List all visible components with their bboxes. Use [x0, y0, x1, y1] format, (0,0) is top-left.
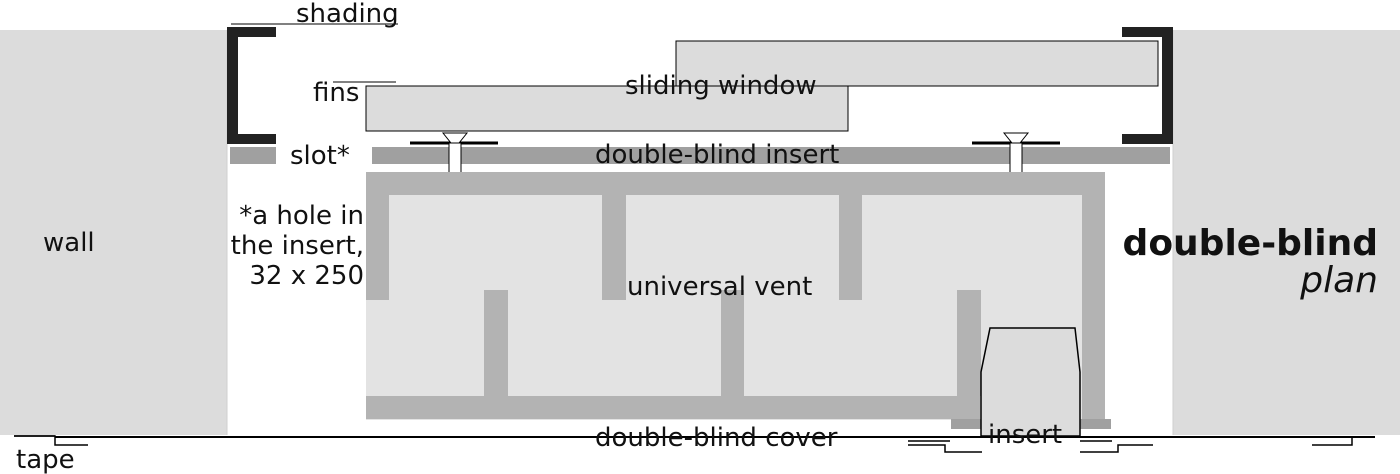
double-blind-insert-strip: [372, 147, 1170, 164]
tape-marks: [14, 435, 1353, 453]
insert-strip-left: [230, 147, 276, 164]
note-line-1: *a hole in: [239, 201, 364, 231]
label-fins: fins: [313, 78, 359, 108]
sliding-window-pane-lower: [365, 85, 849, 132]
left-frame-bracket: [227, 27, 276, 144]
label-tape: tape: [16, 445, 75, 474]
sliding-window-pane-upper: [675, 40, 1159, 87]
note-line-3: 32 x 250: [249, 261, 364, 291]
label-universal-vent: universal vent: [627, 272, 812, 302]
title-plan: plan: [1299, 260, 1378, 301]
right-wall: [1172, 30, 1400, 435]
label-wall: wall: [43, 228, 95, 258]
label-double-blind-insert: double-blind insert: [595, 140, 839, 170]
label-slot: slot*: [290, 141, 350, 171]
note-line-2: the insert,: [231, 231, 364, 261]
title-double-blind: double-blind: [1123, 223, 1378, 264]
label-shading: shading: [296, 0, 399, 29]
label-sliding-window: sliding window: [625, 71, 817, 101]
label-insert: insert: [988, 420, 1062, 450]
right-frame-bracket: [1122, 27, 1173, 144]
label-double-blind-cover: double-blind cover: [595, 423, 838, 453]
left-wall: [0, 30, 228, 435]
